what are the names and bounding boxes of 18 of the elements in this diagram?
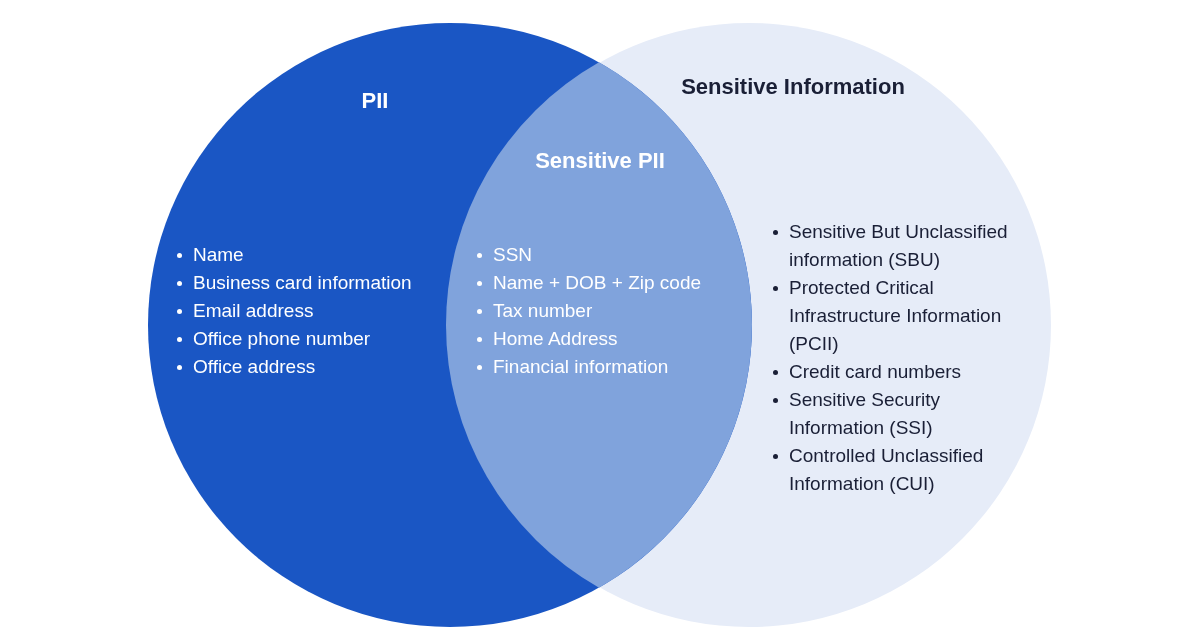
list-item: Sensitive Security Information (SSI) <box>789 389 940 438</box>
list-item: Name <box>193 244 244 265</box>
list-item: Name + DOB + Zip code <box>493 272 702 293</box>
list-item: Controlled Unclassified Information (CUI) <box>789 445 984 494</box>
list-item: Email address <box>193 300 314 321</box>
list-item: Sensitive But Unclassified information (SBU) <box>789 221 1008 270</box>
list-item: Financial information <box>493 356 669 377</box>
circle-title: Sensitive PII <box>535 148 665 174</box>
list-item: Protected Critical Infrastructure Information (PCII) <box>789 277 1002 354</box>
list-item: Office address <box>193 356 316 377</box>
list-item: Tax number <box>493 300 593 321</box>
list-item: Home Address <box>493 328 618 349</box>
list-item: SSN <box>493 244 533 265</box>
circle-title: Sensitive Information <box>681 74 905 100</box>
list-item: Business card information <box>193 272 412 293</box>
list-item: Credit card numbers <box>789 361 962 382</box>
circle-title: PII <box>361 88 389 114</box>
list-item: Office phone number <box>193 328 371 349</box>
